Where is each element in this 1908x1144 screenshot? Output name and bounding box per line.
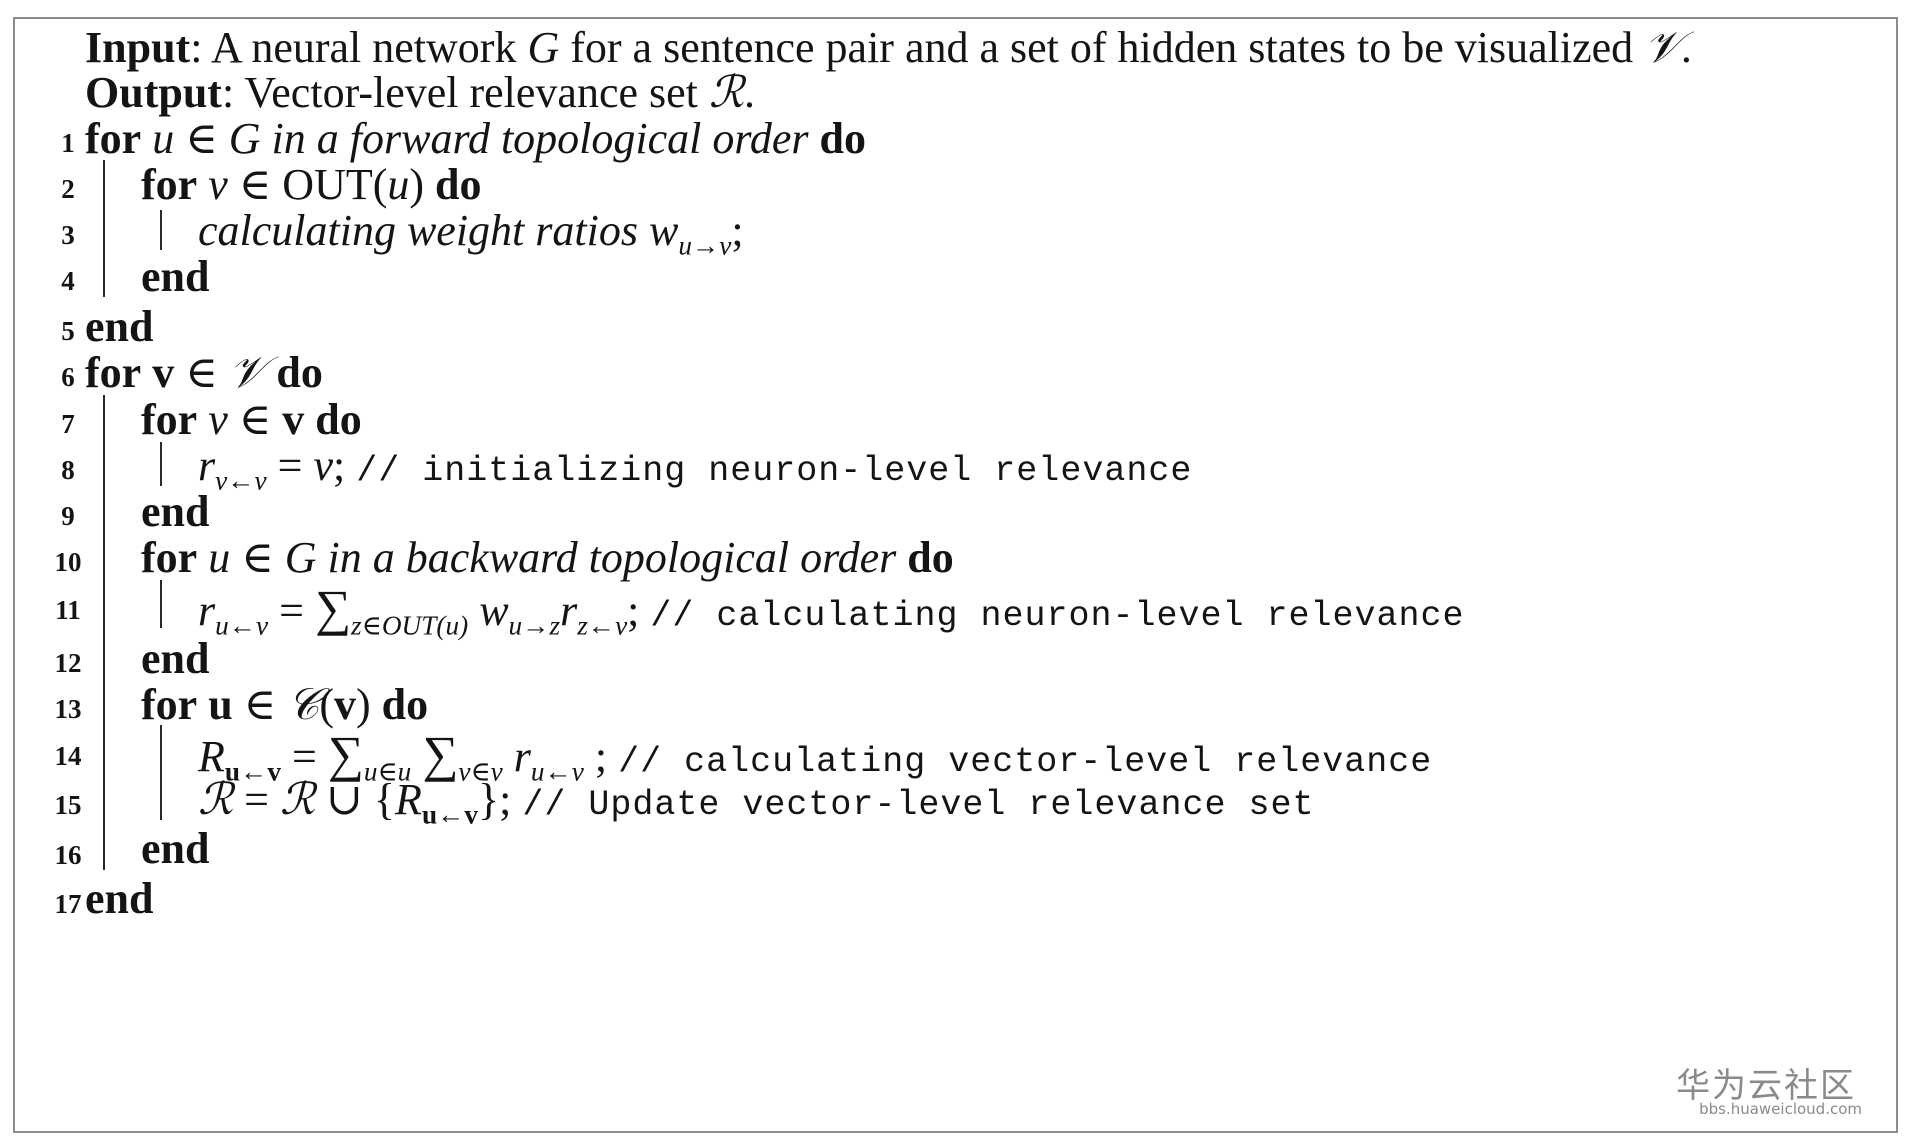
block-bar: [160, 580, 162, 628]
algo-line-11: ru←v = ∑z∈OUT(u) wu→zrz←v; // calculatin…: [198, 580, 1465, 641]
line-number: 6: [61, 362, 75, 392]
algorithm-frame: [13, 17, 1898, 1133]
line-number: 2: [61, 174, 75, 204]
line-number: 7: [61, 409, 75, 439]
algo-line-8: rv←v = v; // initializing neuron-level r…: [198, 441, 1193, 496]
output-line: Output: Vector-level relevance set ℛ.: [85, 67, 756, 118]
algo-line-10: for u ∈ G in a backward topological orde…: [141, 533, 954, 582]
watermark-url: bbs.huaweicloud.com: [1699, 1100, 1862, 1118]
algo-line-1: for u ∈ G in a forward topological order…: [85, 114, 867, 163]
algo-line-16: end: [141, 824, 210, 873]
algo-line-14: Ru←v = ∑u∈u ∑v∈v ru←v ; // calculating v…: [198, 726, 1433, 787]
algo-line-6: for v ∈ 𝒱 do: [85, 347, 323, 398]
code-comment: // initializing neuron-level relevance: [356, 451, 1193, 491]
line-number: 11: [55, 595, 81, 625]
line-number: 8: [61, 455, 75, 485]
line-number: 17: [54, 889, 82, 919]
line-number: 10: [54, 547, 82, 577]
block-bar: [103, 160, 105, 297]
algo-line-5: end: [85, 302, 154, 351]
line-number: 12: [54, 648, 82, 678]
algo-line-15: ℛ = ℛ ∪ {Ru←v}; // Update vector-level r…: [198, 774, 1315, 830]
line-number: 14: [54, 741, 82, 771]
block-bar: [160, 442, 162, 486]
code-comment: // calculating vector-level relevance: [618, 742, 1433, 782]
line-number: 1: [61, 128, 75, 158]
line-number: 3: [61, 220, 75, 250]
block-bar: [160, 725, 162, 820]
watermark-site-name: 华为云社区: [1676, 1066, 1856, 1106]
line-number: 16: [54, 840, 82, 870]
algo-line-7: for v ∈ v do: [141, 395, 362, 444]
line-number: 9: [61, 501, 75, 531]
algo-line-4: end: [141, 252, 210, 301]
line-number: 15: [54, 790, 82, 820]
line-number: 13: [54, 694, 82, 724]
line-number: 4: [61, 266, 75, 296]
algo-line-2: for v ∈ OUT(u) do: [141, 160, 482, 209]
algo-line-17: end: [85, 874, 154, 923]
algo-line-12: end: [141, 634, 210, 683]
algo-line-9: end: [141, 487, 210, 536]
code-comment: // Update vector-level relevance set: [522, 785, 1315, 825]
input-line: Input: A neural network G for a sentence…: [85, 22, 1692, 73]
algo-line-13: for u ∈ 𝒞(v) do: [141, 679, 429, 730]
block-bar: [103, 395, 105, 870]
algo-line-3: calculating weight ratios wu→v;: [198, 206, 744, 261]
line-number: 5: [61, 316, 75, 346]
code-comment: // calculating neuron-level relevance: [650, 596, 1465, 636]
block-bar: [160, 210, 162, 250]
